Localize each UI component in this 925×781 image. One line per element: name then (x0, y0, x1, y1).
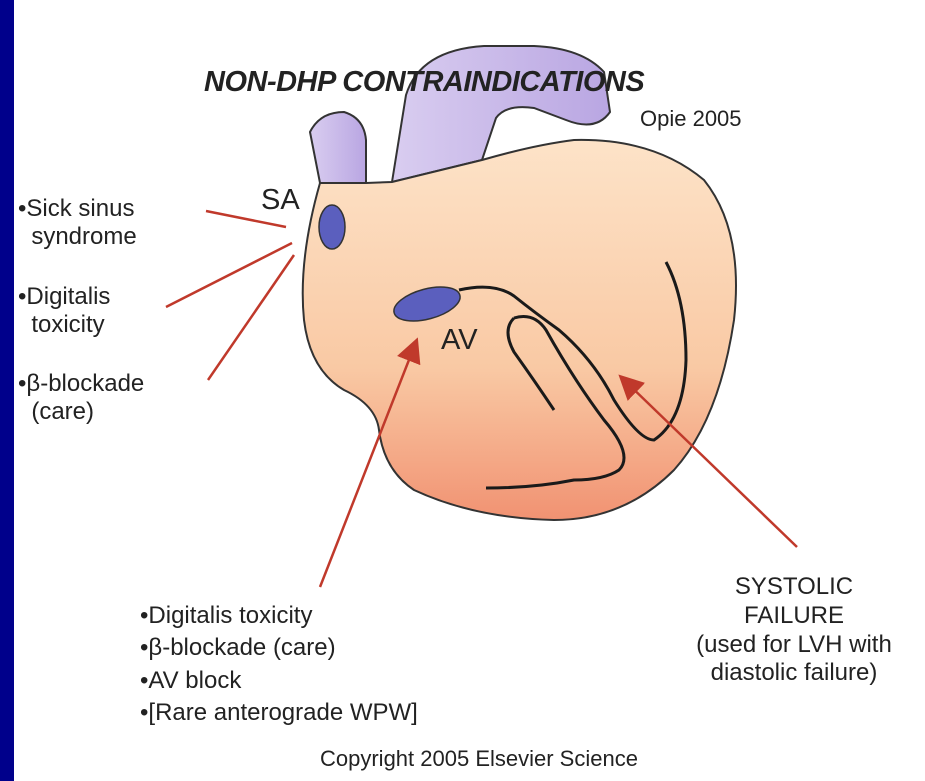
note-line: •Digitalis (18, 283, 110, 311)
list-item: •[Rare anterograde WPW] (140, 697, 418, 729)
copyright-notice: Copyright 2005 Elsevier Science (320, 748, 638, 770)
note-line: SYSTOLIC (644, 573, 925, 602)
note-digitalis: •Digitalis toxicity (18, 283, 110, 338)
note-line: (care) (18, 398, 144, 426)
av-node-label: AV (441, 326, 478, 355)
sa-node (319, 205, 345, 249)
diagram-title: NON-DHP CONTRAINDICATIONS (204, 68, 644, 97)
source-citation: Opie 2005 (640, 108, 742, 130)
note-line: •β-blockade (18, 370, 144, 398)
note-line: toxicity (18, 311, 110, 339)
note-sick-sinus: •Sick sinus syndrome (18, 195, 137, 250)
note-beta-blockade: •β-blockade (care) (18, 370, 144, 425)
av-contraindication-list: •Digitalis toxicity •β-blockade (care) •… (140, 600, 418, 730)
arrow-digitalis-left (166, 243, 292, 307)
note-line: FAILURE (644, 602, 925, 631)
diagram-slide: NON-DHP CONTRAINDICATIONS Opie 2005 SA A… (14, 0, 925, 781)
sa-node-label: SA (261, 186, 300, 215)
note-line: syndrome (18, 223, 137, 251)
note-line: (used for LVH with (644, 631, 925, 660)
systolic-failure-note: SYSTOLIC FAILURE (used for LVH with dias… (644, 573, 925, 688)
list-item: •AV block (140, 665, 418, 697)
list-item: •Digitalis toxicity (140, 600, 418, 632)
note-line: diastolic failure) (644, 659, 925, 688)
arrow-beta-left (208, 255, 294, 380)
note-line: •Sick sinus (18, 195, 137, 223)
list-item: •β-blockade (care) (140, 632, 418, 664)
vena-cava-vessel (310, 112, 366, 183)
